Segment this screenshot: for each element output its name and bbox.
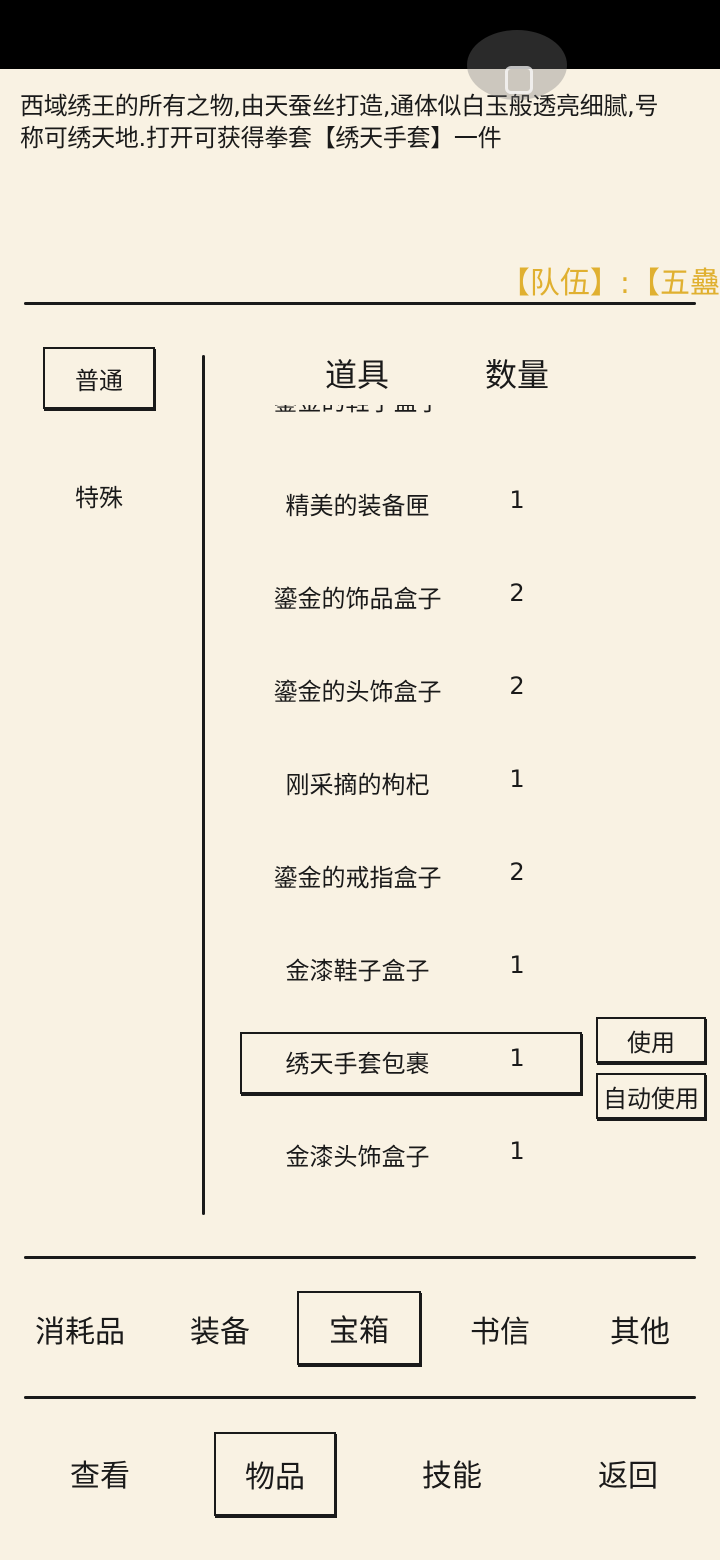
item-qty: 1 [509,1044,525,1072]
nav-skills-label: 技能 [422,1459,482,1494]
nav-items[interactable]: 物品 [214,1432,336,1516]
tab-consumables-label: 消耗品 [35,1315,125,1350]
middle-divider [24,1256,696,1259]
item-qty: 1 [509,1137,525,1165]
tab-equipment-label: 装备 [190,1315,250,1350]
category-special-label: 特殊 [75,483,123,512]
nav-skills[interactable]: 技能 [392,1440,512,1506]
item-qty: 2 [509,579,525,607]
category-special-button[interactable]: 特殊 [43,470,155,520]
item-qty: 1 [509,765,525,793]
list-divider [202,355,205,1215]
item-name: 绣天手套包裹 [285,1050,430,1078]
list-item[interactable]: 金漆鞋子盒子 1 [230,937,580,997]
tab-consumables[interactable]: 消耗品 [20,1298,140,1360]
bottom-divider [24,1396,696,1399]
item-name: 精美的装备匣 [285,492,430,520]
item-qty: 1 [509,486,525,514]
selected-item-frame [240,1032,582,1094]
nav-view[interactable]: 查看 [40,1440,160,1506]
list-item[interactable]: 刚采摘的枸杞 1 [230,751,580,811]
category-normal-label: 普通 [75,366,123,395]
use-button-label: 使用 [627,1028,675,1057]
tab-letters[interactable]: 书信 [440,1298,560,1360]
auto-use-button-label: 自动使用 [603,1084,699,1113]
list-item[interactable]: 金漆头饰盒子 1 [230,1123,580,1183]
tab-letters-label: 书信 [470,1315,530,1350]
auto-use-button[interactable]: 自动使用 [596,1073,706,1119]
tab-treasure-chest-label: 宝箱 [329,1314,389,1349]
use-button[interactable]: 使用 [596,1017,706,1063]
header-item: 道具 [325,356,390,394]
tab-other[interactable]: 其他 [580,1298,700,1360]
item-name: 金漆鞋子盒子 [285,957,430,985]
item-qty: 2 [509,672,525,700]
item-name: 鎏金的头饰盒子 [273,678,442,706]
list-item[interactable]: 鎏金的饰品盒子 2 [230,565,580,625]
nav-items-label: 物品 [245,1460,305,1495]
nav-back-label: 返回 [598,1459,658,1494]
top-divider [24,302,696,305]
item-list[interactable]: 鎏金的鞋子盒子 2 精美的装备匣 1 鎏金的饰品盒子 2 鎏金的头饰盒子 2 刚… [230,405,580,1210]
list-item-selected[interactable]: 绣天手套包裹 1 [230,1030,580,1090]
list-item[interactable]: 鎏金的戒指盒子 2 [230,844,580,904]
status-bar [0,0,720,69]
item-name: 鎏金的饰品盒子 [273,585,442,613]
item-name: 鎏金的鞋子盒子 [230,405,485,417]
item-name: 鎏金的戒指盒子 [273,864,442,892]
floating-assistive-button[interactable] [467,30,567,100]
list-item[interactable]: 鎏金的头饰盒子 2 [230,658,580,718]
team-label: 【队伍】:【五蠱 [499,266,720,301]
tab-treasure-chest[interactable]: 宝箱 [297,1291,421,1365]
item-description: 西域绣王的所有之物,由天蚕丝打造,通体似白玉般透亮细腻,号称可绣天地.打开可获得… [20,92,659,152]
item-qty: 2 [502,405,532,410]
item-qty: 1 [509,951,525,979]
list-item[interactable]: 鎏金的鞋子盒子 2 [230,405,580,428]
nav-view-label: 查看 [70,1459,130,1494]
nav-back[interactable]: 返回 [568,1440,688,1506]
category-normal-button[interactable]: 普通 [43,347,155,409]
item-qty: 2 [509,858,525,886]
list-item[interactable]: 精美的装备匣 1 [230,472,580,532]
tab-other-label: 其他 [610,1315,670,1350]
item-name: 刚采摘的枸杞 [285,771,430,799]
tab-equipment[interactable]: 装备 [160,1298,280,1360]
header-qty: 数量 [485,356,550,394]
item-name: 金漆头饰盒子 [285,1143,430,1171]
